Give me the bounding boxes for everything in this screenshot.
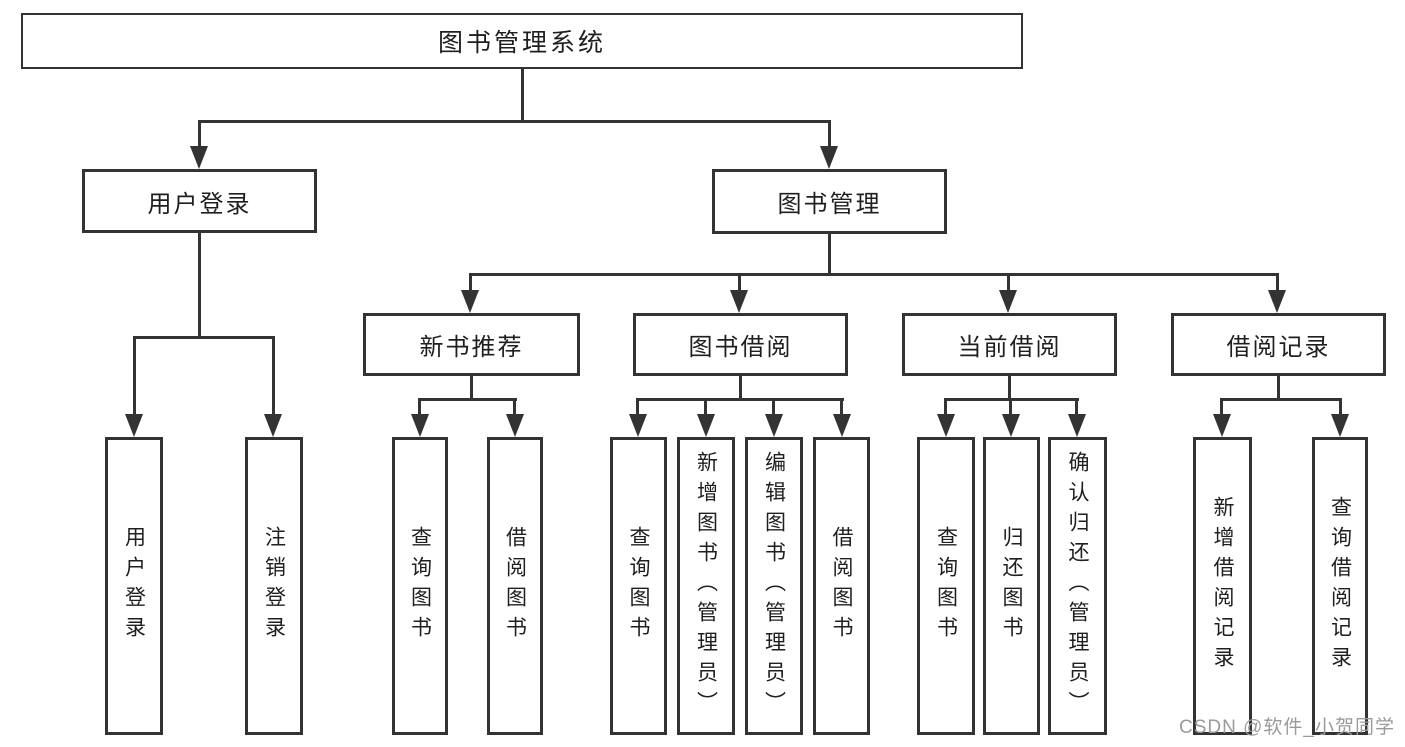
leaf-borrow-books-recommend: 借阅图书 xyxy=(487,437,543,735)
node-book-management: 图书管理 xyxy=(712,169,947,234)
connector-root-rail xyxy=(198,120,831,123)
leaf-edit-book-admin-label: 编辑图书（管理员） xyxy=(762,451,786,721)
connector-drop-cb-leaf3 xyxy=(1075,398,1078,414)
node-borrow-records: 借阅记录 xyxy=(1171,313,1386,376)
arrowhead-bb-leaf4 xyxy=(833,414,851,437)
connector-drop-book-management xyxy=(828,120,831,148)
node-book-borrow: 图书借阅 xyxy=(633,313,848,376)
leaf-query-books-recommend-label: 查询图书 xyxy=(408,526,432,646)
connector-drop-leaf-logout xyxy=(272,336,275,414)
connector-user-login-rail xyxy=(133,336,275,339)
leaf-query-borrow-record-label: 查询借阅记录 xyxy=(1328,496,1352,676)
connector-drop-leaf-user-login xyxy=(133,336,136,414)
leaf-user-login-label: 用户登录 xyxy=(122,526,146,646)
connector-book-borrow-rail xyxy=(636,398,844,401)
leaf-query-books-borrow-label: 查询图书 xyxy=(627,526,650,646)
connector-drop-bb-leaf3 xyxy=(772,398,775,414)
arrowhead-new-book-recommend xyxy=(461,290,479,313)
leaf-query-books-recommend: 查询图书 xyxy=(392,437,448,735)
connector-drop-br-leaf2 xyxy=(1339,398,1342,414)
arrowhead-bb-leaf1 xyxy=(629,414,647,437)
connector-drop-br-leaf1 xyxy=(1220,398,1223,414)
arrowhead-leaf-user-login xyxy=(125,414,143,437)
arrowhead-cb-leaf3 xyxy=(1068,414,1086,437)
node-current-borrow-label: 当前借阅 xyxy=(957,334,1062,361)
connector-borrow-records-rail xyxy=(1220,398,1342,401)
node-user-login-label: 用户登录 xyxy=(147,190,252,218)
leaf-query-books-current-label: 查询图书 xyxy=(934,526,958,646)
arrowhead-book-management xyxy=(820,146,838,169)
connector-current-borrow-stem xyxy=(1008,376,1011,401)
leaf-logout-label: 注销登录 xyxy=(262,526,286,646)
leaf-add-borrow-record-label: 新增借阅记录 xyxy=(1211,496,1234,676)
leaf-add-borrow-record: 新增借阅记录 xyxy=(1193,437,1252,735)
connector-book-borrow-stem xyxy=(739,376,742,401)
leaf-query-books-current: 查询图书 xyxy=(917,437,975,735)
connector-drop-cb-leaf1 xyxy=(944,398,947,414)
leaf-return-book: 归还图书 xyxy=(983,437,1040,735)
connector-drop-nb-leaf1 xyxy=(418,398,421,414)
node-root-label: 图书管理系统 xyxy=(437,29,606,57)
node-root: 图书管理系统 xyxy=(21,13,1023,69)
connector-drop-borrow-records xyxy=(1276,273,1279,291)
leaf-edit-book-admin: 编辑图书（管理员） xyxy=(745,437,803,735)
arrowhead-leaf-logout xyxy=(264,414,282,437)
connector-drop-nb-leaf2 xyxy=(513,398,516,414)
arrowhead-nb-leaf1 xyxy=(411,414,429,437)
connector-user-login-stem xyxy=(198,233,201,337)
leaf-add-book-admin: 新增图书（管理员） xyxy=(677,437,735,735)
connector-drop-user-login xyxy=(198,120,201,148)
leaf-query-borrow-record: 查询借阅记录 xyxy=(1312,437,1368,735)
connector-drop-book-borrow xyxy=(738,273,741,291)
arrowhead-book-borrow xyxy=(730,290,748,313)
leaf-confirm-return-admin-label: 确认归还（管理员） xyxy=(1066,451,1089,721)
csdn-watermark: CSDN @软件_小贺同学 xyxy=(1179,717,1395,738)
connector-borrow-records-stem xyxy=(1277,376,1280,401)
leaf-borrow-books-recommend-label: 借阅图书 xyxy=(503,526,527,646)
arrowhead-br-leaf1 xyxy=(1213,414,1231,437)
arrowhead-borrow-records xyxy=(1268,290,1286,313)
connector-root-stem xyxy=(521,69,524,120)
arrowhead-user-login xyxy=(190,146,208,169)
leaf-borrow-books-label: 借阅图书 xyxy=(830,526,853,646)
node-book-management-label: 图书管理 xyxy=(777,191,882,218)
connector-book-management-rail xyxy=(469,273,1279,276)
node-user-login: 用户登录 xyxy=(82,169,317,233)
leaf-user-login: 用户登录 xyxy=(105,437,163,735)
leaf-borrow-books: 借阅图书 xyxy=(813,437,870,735)
connector-drop-current-borrow xyxy=(1007,273,1010,291)
connector-drop-new-book-recommend xyxy=(469,273,472,291)
connector-book-management-stem xyxy=(828,234,831,276)
leaf-logout: 注销登录 xyxy=(245,437,303,735)
node-new-book-recommend-label: 新书推荐 xyxy=(419,334,524,361)
connector-drop-bb-leaf1 xyxy=(636,398,639,414)
connector-drop-bb-leaf4 xyxy=(840,398,843,414)
connector-drop-bb-leaf2 xyxy=(704,398,707,414)
node-borrow-records-label: 借阅记录 xyxy=(1226,334,1331,361)
leaf-add-book-admin-label: 新增图书（管理员） xyxy=(694,451,718,721)
arrowhead-nb-leaf2 xyxy=(506,414,524,437)
arrowhead-bb-leaf3 xyxy=(765,414,783,437)
arrowhead-bb-leaf2 xyxy=(697,414,715,437)
connector-new-book-stem xyxy=(470,376,473,401)
connector-new-book-rail xyxy=(418,398,517,401)
leaf-confirm-return-admin: 确认归还（管理员） xyxy=(1048,437,1107,735)
arrowhead-cb-leaf2 xyxy=(1002,414,1020,437)
node-new-book-recommend: 新书推荐 xyxy=(363,313,580,376)
leaf-return-book-label: 归还图书 xyxy=(1000,526,1023,646)
arrowhead-current-borrow xyxy=(999,290,1017,313)
leaf-query-books-borrow: 查询图书 xyxy=(610,437,667,735)
arrowhead-br-leaf2 xyxy=(1331,414,1349,437)
node-book-borrow-label: 图书借阅 xyxy=(688,334,793,361)
arrowhead-cb-leaf1 xyxy=(937,414,955,437)
node-current-borrow: 当前借阅 xyxy=(902,313,1117,376)
connector-drop-cb-leaf2 xyxy=(1009,398,1012,414)
